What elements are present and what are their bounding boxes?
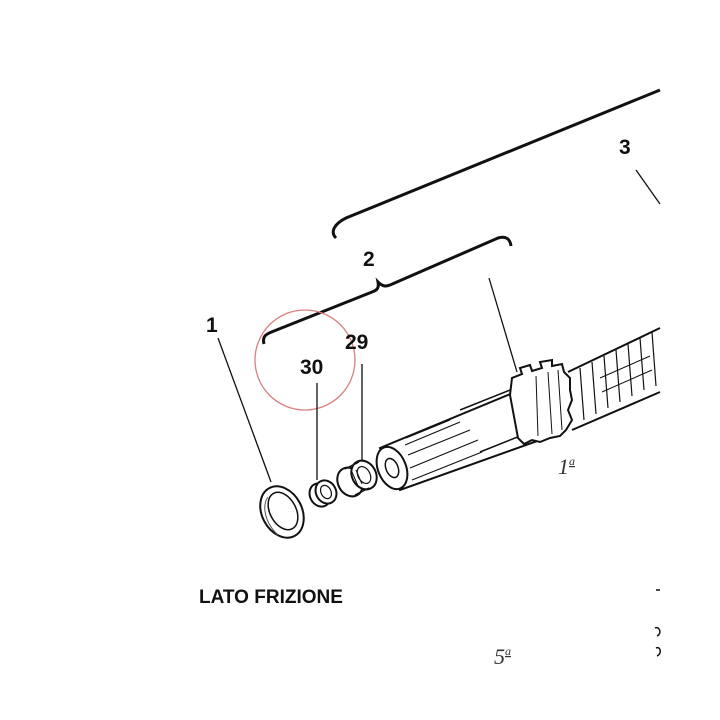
leader-part-3 [635, 169, 661, 205]
clutch-side-caption: LATO FRIZIONE [199, 587, 343, 608]
callout-part-2: 2 [363, 248, 375, 271]
callout-part-29: 29 [345, 331, 368, 354]
fifth-gear-label: 5a [494, 644, 511, 669]
gear-shaft [375, 327, 661, 492]
cropped-edge-marks [654, 589, 661, 657]
seal-ring-part-1 [259, 485, 305, 539]
needle-bearing-part-29 [336, 459, 378, 498]
callout-part-3: 3 [619, 136, 631, 159]
highlight-circle [254, 309, 356, 411]
bushing-part-30 [308, 479, 338, 508]
bracket-part-3 [331, 88, 661, 240]
leader-part-2 [488, 277, 518, 373]
callout-part-1: 1 [206, 314, 218, 337]
leader-part-1 [217, 337, 272, 483]
bracket-part-2 [262, 235, 513, 345]
first-gear-label: 1a [558, 454, 575, 479]
callout-part-30: 30 [300, 356, 323, 379]
